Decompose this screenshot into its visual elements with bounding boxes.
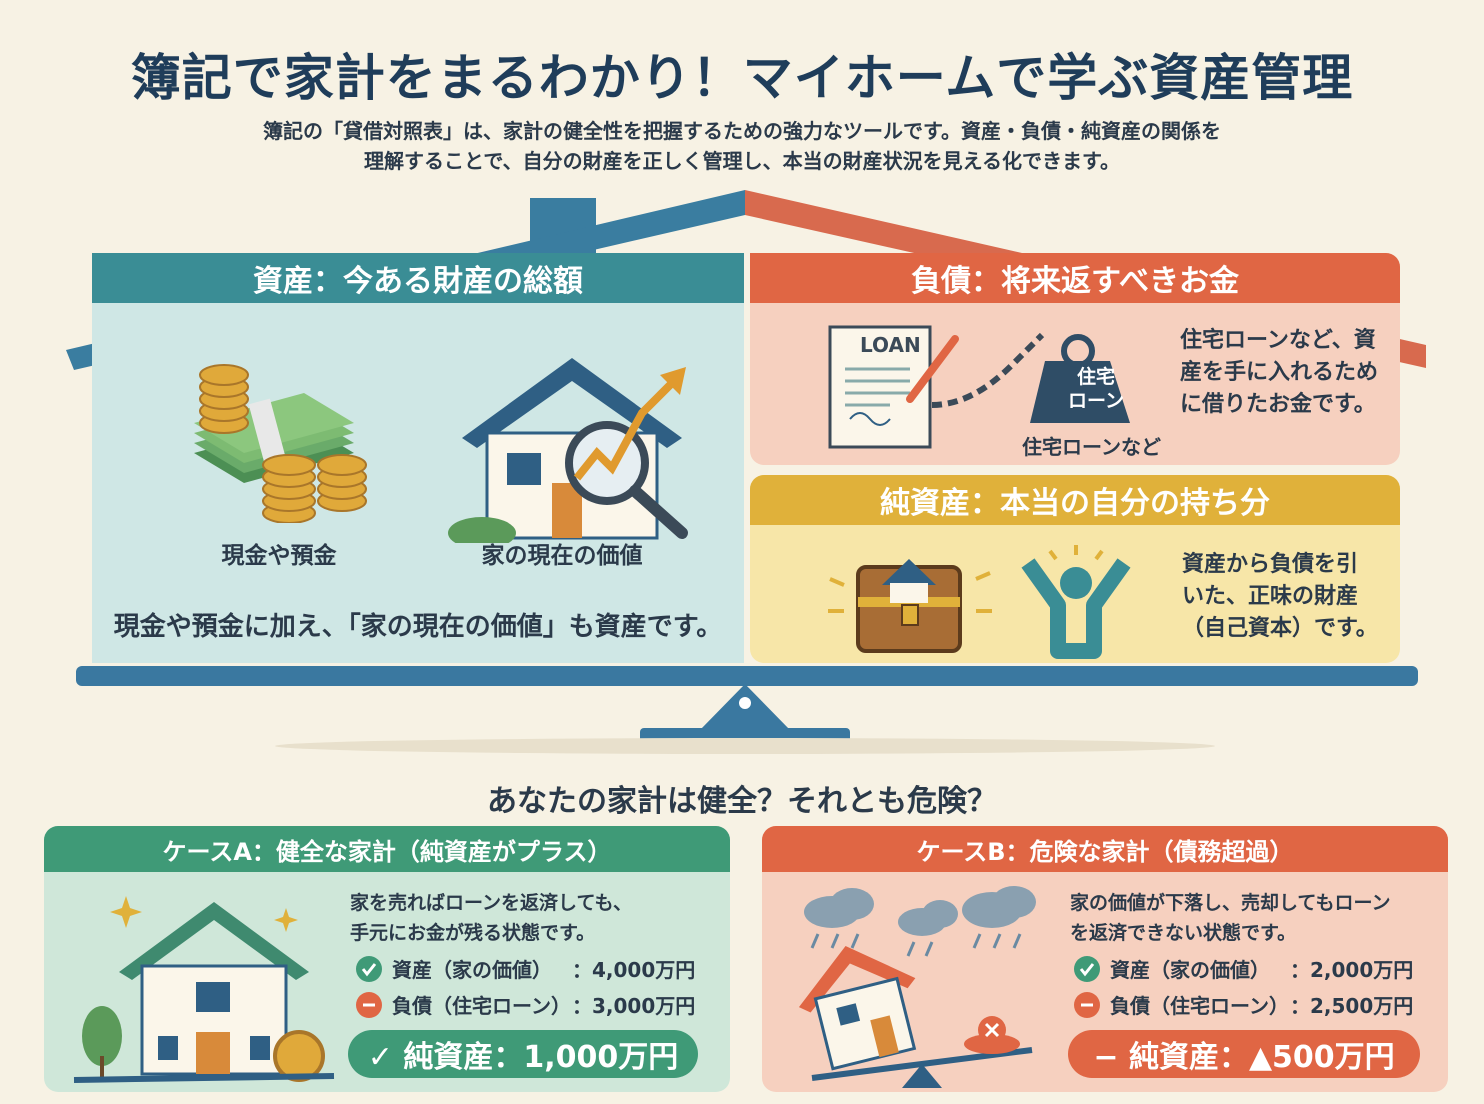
intro-text: 簿記の「貸借対照表」は、家計の健全性を把握するための強力なツールです。資産・負債… — [140, 116, 1344, 176]
liabilities-panel: 負債：将来返すべきお金 LOAN 住宅 ローン 住宅ローンなど 住宅ローンなど、… — [750, 253, 1400, 465]
case-b-liability-key: 負債（住宅ローン） — [1110, 994, 1289, 1018]
equity-desc-line-1: 資産から負債を引 — [1182, 552, 1359, 577]
case-b-header: ケースB：危険な家計（債務超過） — [762, 826, 1448, 872]
check-circle-icon — [356, 955, 382, 982]
equity-desc-line-3: （自己資本）です。 — [1182, 616, 1378, 641]
case-a-asset-key: 資産（家の価値） — [392, 958, 552, 982]
case-b-asset-key: 資産（家の価値） — [1110, 958, 1270, 982]
case-b-panel: ケースB：危険な家計（債務超過） 家の価値が下落し、売却してもローン を返済でき… — [762, 826, 1448, 1092]
question-heading: あなたの家計は健全？それとも危険？ — [487, 784, 997, 819]
liabilities-desc-line-2: 産を手に入れるため — [1180, 360, 1379, 385]
case-a-asset-value: ：4,000万円 — [572, 958, 696, 982]
assets-header: 資産：今ある財産の総額 — [92, 253, 744, 303]
case-a-liability-key: 負債（住宅ローン） — [392, 994, 571, 1018]
loan-weight-text: 住宅 ローン — [1046, 365, 1146, 413]
assets-note: 現金や預金に加え、「家の現在の価値」も資産です。 — [113, 612, 723, 642]
page-title: 簿記で家計をまるわかり！マイホームで学ぶ資産管理 — [130, 49, 1354, 107]
case-b-desc-line-1: 家の価値が下落し、売却してもローン — [1070, 892, 1391, 914]
case-a-header: ケースA：健全な家計（純資産がプラス） — [44, 826, 730, 872]
healthy-house-scale-icon — [73, 896, 335, 1083]
case-a-result: ✓ 純資産：1,000万円 — [348, 1030, 698, 1078]
liabilities-desc: 住宅ローンなど、資 産を手に入れるため に借りたお金です。 — [1180, 325, 1378, 421]
case-b-asset-value: ：2,000万円 — [1290, 958, 1414, 982]
equity-header: 純資産：本当の自分の持ち分 — [750, 475, 1400, 525]
balance-beam — [76, 666, 1418, 686]
house-value-label: 家の現在の価値 — [481, 543, 643, 569]
case-a-desc-line-2: 手元にお金が残る状態です。 — [350, 922, 596, 944]
case-b-desc-line-2: を返済できない状態です。 — [1070, 922, 1297, 944]
loan-weight-line-1: 住宅 — [1076, 366, 1115, 388]
house-value-icon — [448, 358, 688, 543]
loan-caption: 住宅ローンなど — [1022, 435, 1161, 459]
liabilities-desc-line-3: に借りたお金です。 — [1180, 392, 1376, 417]
case-a-liability-value: ：3,000万円 — [572, 994, 696, 1018]
case-b-desc: 家の価値が下落し、売却してもローン を返済できない状態です。 — [1070, 888, 1391, 948]
case-b-liability-row: 負債（住宅ローン） ：2,500万円 — [1074, 990, 1413, 1019]
equity-panel: 純資産：本当の自分の持ち分 資産から負債を引 いた、正味の財産 （自己資本）です… — [750, 475, 1400, 663]
equity-desc-line-2: いた、正味の財産 — [1182, 584, 1359, 609]
equity-desc: 資産から負債を引 いた、正味の財産 （自己資本）です。 — [1182, 549, 1378, 645]
case-b-result: − 純資産：▲500万円 — [1068, 1030, 1420, 1078]
danger-house-rain-icon — [798, 886, 1036, 1088]
liabilities-header: 負債：将来返すべきお金 — [750, 253, 1400, 303]
minus-circle-icon — [1074, 991, 1100, 1018]
case-b-asset-row: 資産（家の価値） ：2,000万円 — [1074, 954, 1413, 983]
liabilities-desc-line-1: 住宅ローンなど、資 — [1180, 328, 1376, 353]
check-circle-icon — [1074, 955, 1100, 982]
case-b-liability-value: ：2,500万円 — [1290, 994, 1414, 1018]
case-a-panel: ケースA：健全な家計（純資産がプラス） 家を売ればローンを返済しても、 手元にお… — [44, 826, 730, 1092]
case-a-desc: 家を売ればローンを返済しても、 手元にお金が残る状態です。 — [350, 888, 632, 948]
cash-label: 現金や預金 — [221, 543, 337, 569]
case-a-asset-row: 資産（家の価値） ：4,000万円 — [356, 954, 695, 983]
case-a-liability-row: 負債（住宅ローン） ：3,000万円 — [356, 990, 695, 1019]
intro-line-1: 簿記の「貸借対照表」は、家計の健全性を把握するための強力なツールです。資産・負債… — [263, 119, 1221, 143]
loan-chain-icon — [828, 325, 1130, 449]
intro-line-2: 理解することで、自分の財産を正しく管理し、本当の財産状況を見える化できます。 — [364, 149, 1120, 173]
minus-circle-icon — [356, 991, 382, 1018]
loan-weight-line-2: ローン — [1067, 390, 1125, 412]
cash-and-coins-icon — [194, 364, 367, 523]
case-a-desc-line-1: 家を売ればローンを返済しても、 — [350, 892, 632, 914]
loan-document-text: LOAN — [860, 333, 921, 357]
assets-panel: 資産：今ある財産の総額 現金や預金 家の現在の価値 現金や預金に加え、「家の現在… — [92, 253, 744, 663]
treasure-chest-person-icon — [828, 545, 1131, 659]
